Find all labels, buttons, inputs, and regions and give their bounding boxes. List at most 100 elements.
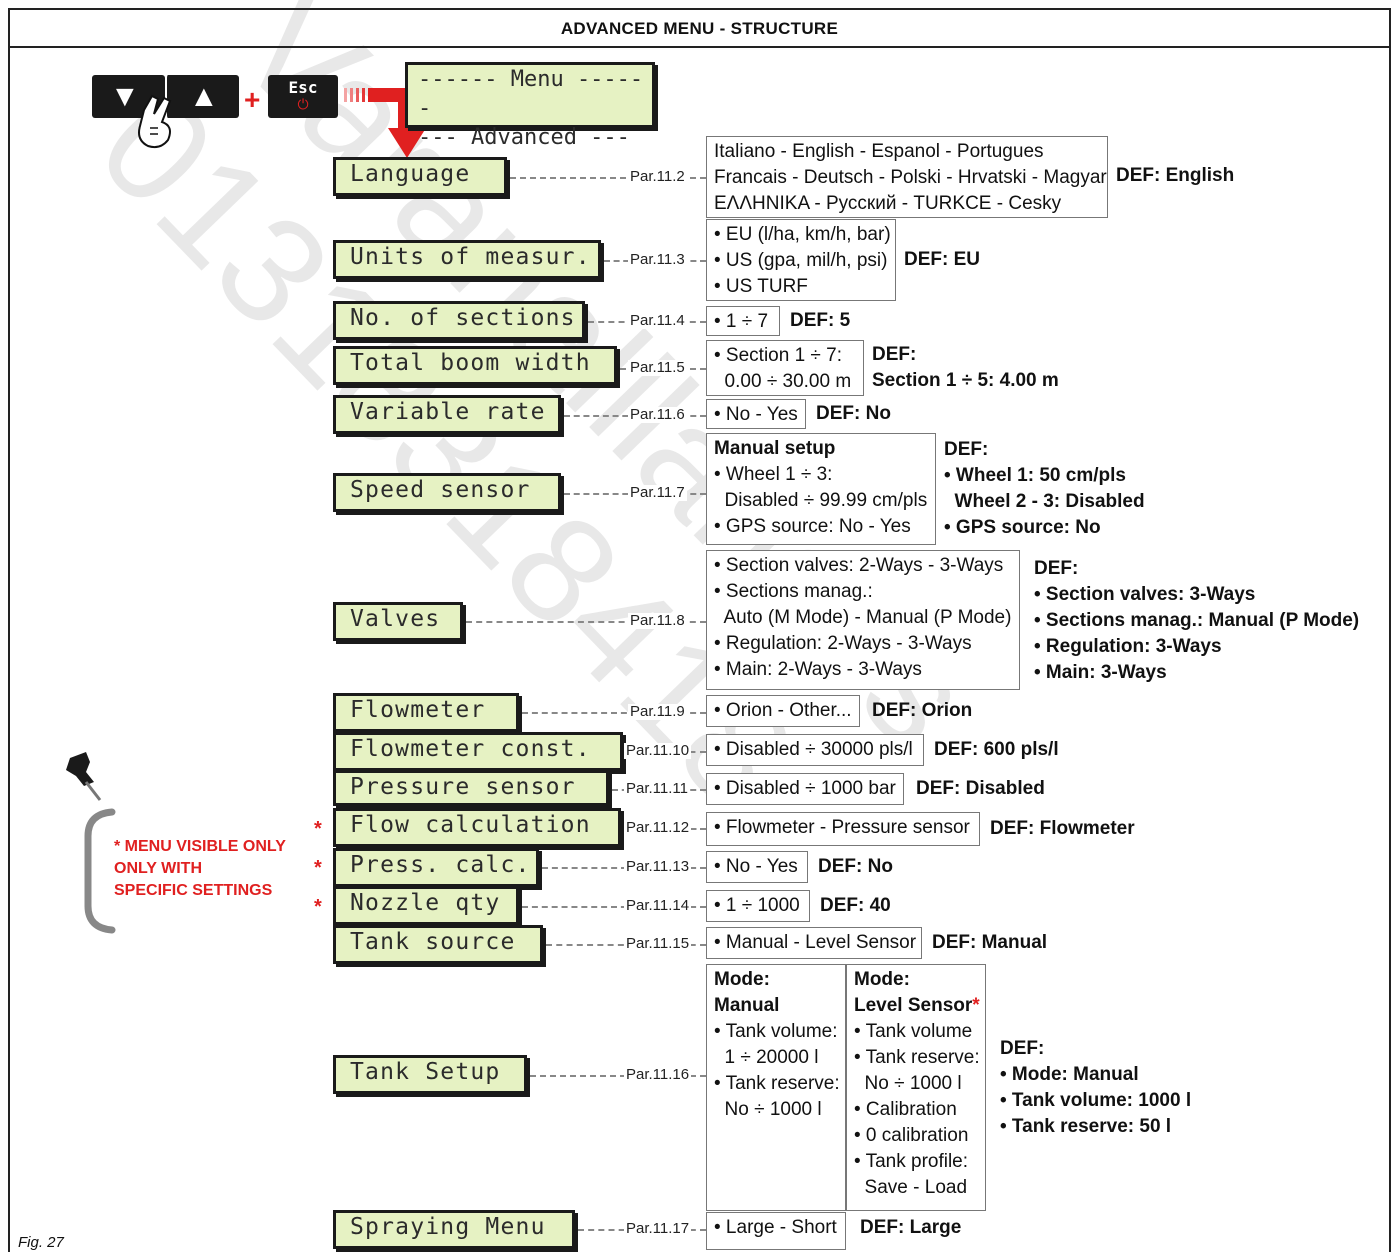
menu-item-variable-rate[interactable]: Variable rate: [333, 395, 561, 434]
par-nozzle-qty: Par.11.14: [624, 897, 692, 914]
option-line: • Tank volume: [854, 1021, 973, 1042]
option-line: Francais - Deutsch - Polski - Hrvatski -…: [714, 167, 1107, 188]
option-line: • Tank volume:: [714, 1021, 838, 1042]
default-line: • Wheel 1: 50 cm/pls: [944, 465, 1126, 486]
esc-label: Esc: [288, 78, 318, 97]
menu-item-flow-calculation[interactable]: Flow calculation: [333, 808, 621, 847]
par-spraying-menu: Par.11.17: [624, 1220, 692, 1237]
tank-manual-title-2: Manual: [714, 995, 780, 1016]
default-line: DEF:: [944, 439, 989, 460]
menu-item-press-calc[interactable]: Press. calc.: [333, 848, 539, 887]
options-spraying-menu: • Large - Short: [706, 1212, 846, 1250]
par-valves: Par.11.8: [628, 612, 687, 629]
option-line: • GPS source: No - Yes: [714, 516, 911, 537]
option-line: • Manual - Level Sensor: [714, 932, 917, 953]
diagram-title: ADVANCED MENU - STRUCTURE: [8, 8, 1391, 48]
menu-item-flowmeter[interactable]: Flowmeter: [333, 693, 519, 732]
default-valves: DEF: • Section valves: 3-Ways • Sections…: [1034, 556, 1359, 686]
menu-item-nozzle-qty[interactable]: Nozzle qty: [333, 886, 519, 925]
options-pressure-sensor: • Disabled ÷ 1000 bar: [706, 773, 904, 805]
menu-item-tank-source[interactable]: Tank source: [333, 925, 543, 964]
tank-manual-title-1: Mode:: [714, 969, 770, 990]
default-flowmeter-const: DEF: 600 pls/l: [934, 739, 1059, 760]
options-variable-rate: • No - Yes: [706, 399, 806, 429]
options-flowmeter-const: • Disabled ÷ 30000 pls/l: [706, 734, 924, 766]
option-line: • 1 ÷ 7: [714, 311, 769, 332]
asterisk-press-calc: *: [314, 857, 322, 879]
menu-item-spraying-menu[interactable]: Spraying Menu: [333, 1210, 575, 1249]
options-press-calc: • No - Yes: [706, 851, 808, 883]
default-flowmeter: DEF: Orion: [872, 700, 973, 721]
menu-item-units[interactable]: Units of measur.: [333, 240, 601, 279]
options-sections: • 1 ÷ 7: [706, 306, 780, 336]
default-line: • Main: 3-Ways: [1034, 662, 1167, 683]
esc-key: Esc ⏻: [268, 75, 338, 118]
option-line: • Section 1 ÷ 7:: [714, 345, 842, 366]
asterisk-flow-calculation: *: [314, 818, 322, 840]
menu-item-valves[interactable]: Valves: [333, 602, 463, 641]
default-line: • GPS source: No: [944, 517, 1101, 538]
menu-item-tank-setup[interactable]: Tank Setup: [333, 1055, 527, 1094]
options-tank-setup-level-sensor: Mode: Level Sensor* • Tank volume • Tank…: [846, 964, 986, 1211]
option-line: No ÷ 1000 l: [714, 1099, 822, 1120]
default-units: DEF: EU: [904, 249, 980, 270]
default-sections: DEF: 5: [790, 310, 851, 331]
par-sections: Par.11.4: [628, 312, 687, 329]
option-line: 0.00 ÷ 30.00 m: [714, 371, 852, 392]
connector-nozzle-qty: [522, 906, 706, 908]
menu-item-pressure-sensor[interactable]: Pressure sensor: [333, 770, 609, 806]
default-boom-width: DEF: Section 1 ÷ 5: 4.00 m: [872, 342, 1059, 394]
default-line: DEF:: [1034, 558, 1079, 579]
note-line-2: ONLY WITH: [114, 860, 203, 877]
default-line: • Regulation: 3-Ways: [1034, 636, 1222, 657]
option-line: • US TURF: [714, 276, 808, 297]
option-line: • Disabled ÷ 30000 pls/l: [714, 739, 913, 760]
option-line: • No - Yes: [714, 856, 798, 877]
pushpin-icon: [66, 752, 102, 801]
default-line: • Tank volume: 1000 l: [1000, 1090, 1192, 1111]
hand-icon: [138, 94, 172, 149]
connector-flowmeter: [522, 712, 706, 714]
connector-tank-setup: [530, 1075, 706, 1077]
option-line: • No - Yes: [714, 404, 798, 425]
option-line: Auto (M Mode) - Manual (P Mode): [714, 607, 1012, 628]
option-line: Italiano - English - Espanol - Portugues: [714, 141, 1044, 162]
options-units: • EU (l/ha, km/h, bar) • US (gpa, mil/h,…: [706, 219, 896, 301]
option-line: • Sections manag.:: [714, 581, 873, 602]
par-flowmeter: Par.11.9: [628, 703, 687, 720]
option-line: • Tank reserve:: [714, 1073, 840, 1094]
menu-item-speed-sensor[interactable]: Speed sensor: [333, 473, 561, 512]
option-line: ΕΛΛΗΝΙΚΑ - Русский - TURKCE - Cesky: [714, 193, 1062, 214]
option-line: • Regulation: 2-Ways - 3-Ways: [714, 633, 972, 654]
default-line: • Mode: Manual: [1000, 1064, 1139, 1085]
option-line: • 1 ÷ 1000: [714, 895, 800, 916]
figure-label: Fig. 27: [18, 1234, 64, 1251]
options-valves: • Section valves: 2-Ways - 3-Ways • Sect…: [706, 550, 1020, 690]
par-language: Par.11.2: [628, 168, 687, 185]
par-variable-rate: Par.11.6: [628, 406, 687, 423]
menu-item-boom-width[interactable]: Total boom width: [333, 346, 617, 385]
default-tank-source: DEF: Manual: [932, 932, 1048, 953]
option-line: No ÷ 1000 l: [854, 1073, 962, 1094]
option-line: • EU (l/ha, km/h, bar): [714, 224, 891, 245]
default-tank-setup: DEF: • Mode: Manual • Tank volume: 1000 …: [1000, 1036, 1191, 1140]
options-tank-setup-manual: Mode: Manual • Tank volume: 1 ÷ 20000 l …: [706, 964, 846, 1211]
tank-level-title-row: Level Sensor*: [854, 993, 980, 1019]
menu-item-flowmeter-const[interactable]: Flowmeter const.: [333, 732, 623, 771]
connector-language: [510, 177, 706, 179]
par-flow-calculation: Par.11.12: [624, 819, 692, 836]
option-line: • Section valves: 2-Ways - 3-Ways: [714, 555, 1004, 576]
par-tank-source: Par.11.15: [624, 935, 692, 952]
default-line: • Section valves: 3-Ways: [1034, 584, 1256, 605]
default-line: DEF:: [1000, 1038, 1045, 1059]
option-heading: Manual setup: [714, 438, 836, 459]
option-line: Save - Load: [854, 1177, 968, 1198]
menu-item-language[interactable]: Language: [333, 157, 507, 196]
menu-item-sections[interactable]: No. of sections: [333, 301, 585, 340]
default-line: Section 1 ÷ 5: 4.00 m: [872, 370, 1059, 391]
options-flowmeter: • Orion - Other...: [706, 695, 860, 727]
power-icon: ⏻: [297, 96, 309, 112]
option-line: • Large - Short: [714, 1217, 837, 1238]
default-speed-sensor: DEF: • Wheel 1: 50 cm/pls Wheel 2 - 3: D…: [944, 437, 1145, 541]
visibility-note: * MENU VISIBLE ONLY ONLY WITH SPECIFIC S…: [114, 836, 286, 902]
